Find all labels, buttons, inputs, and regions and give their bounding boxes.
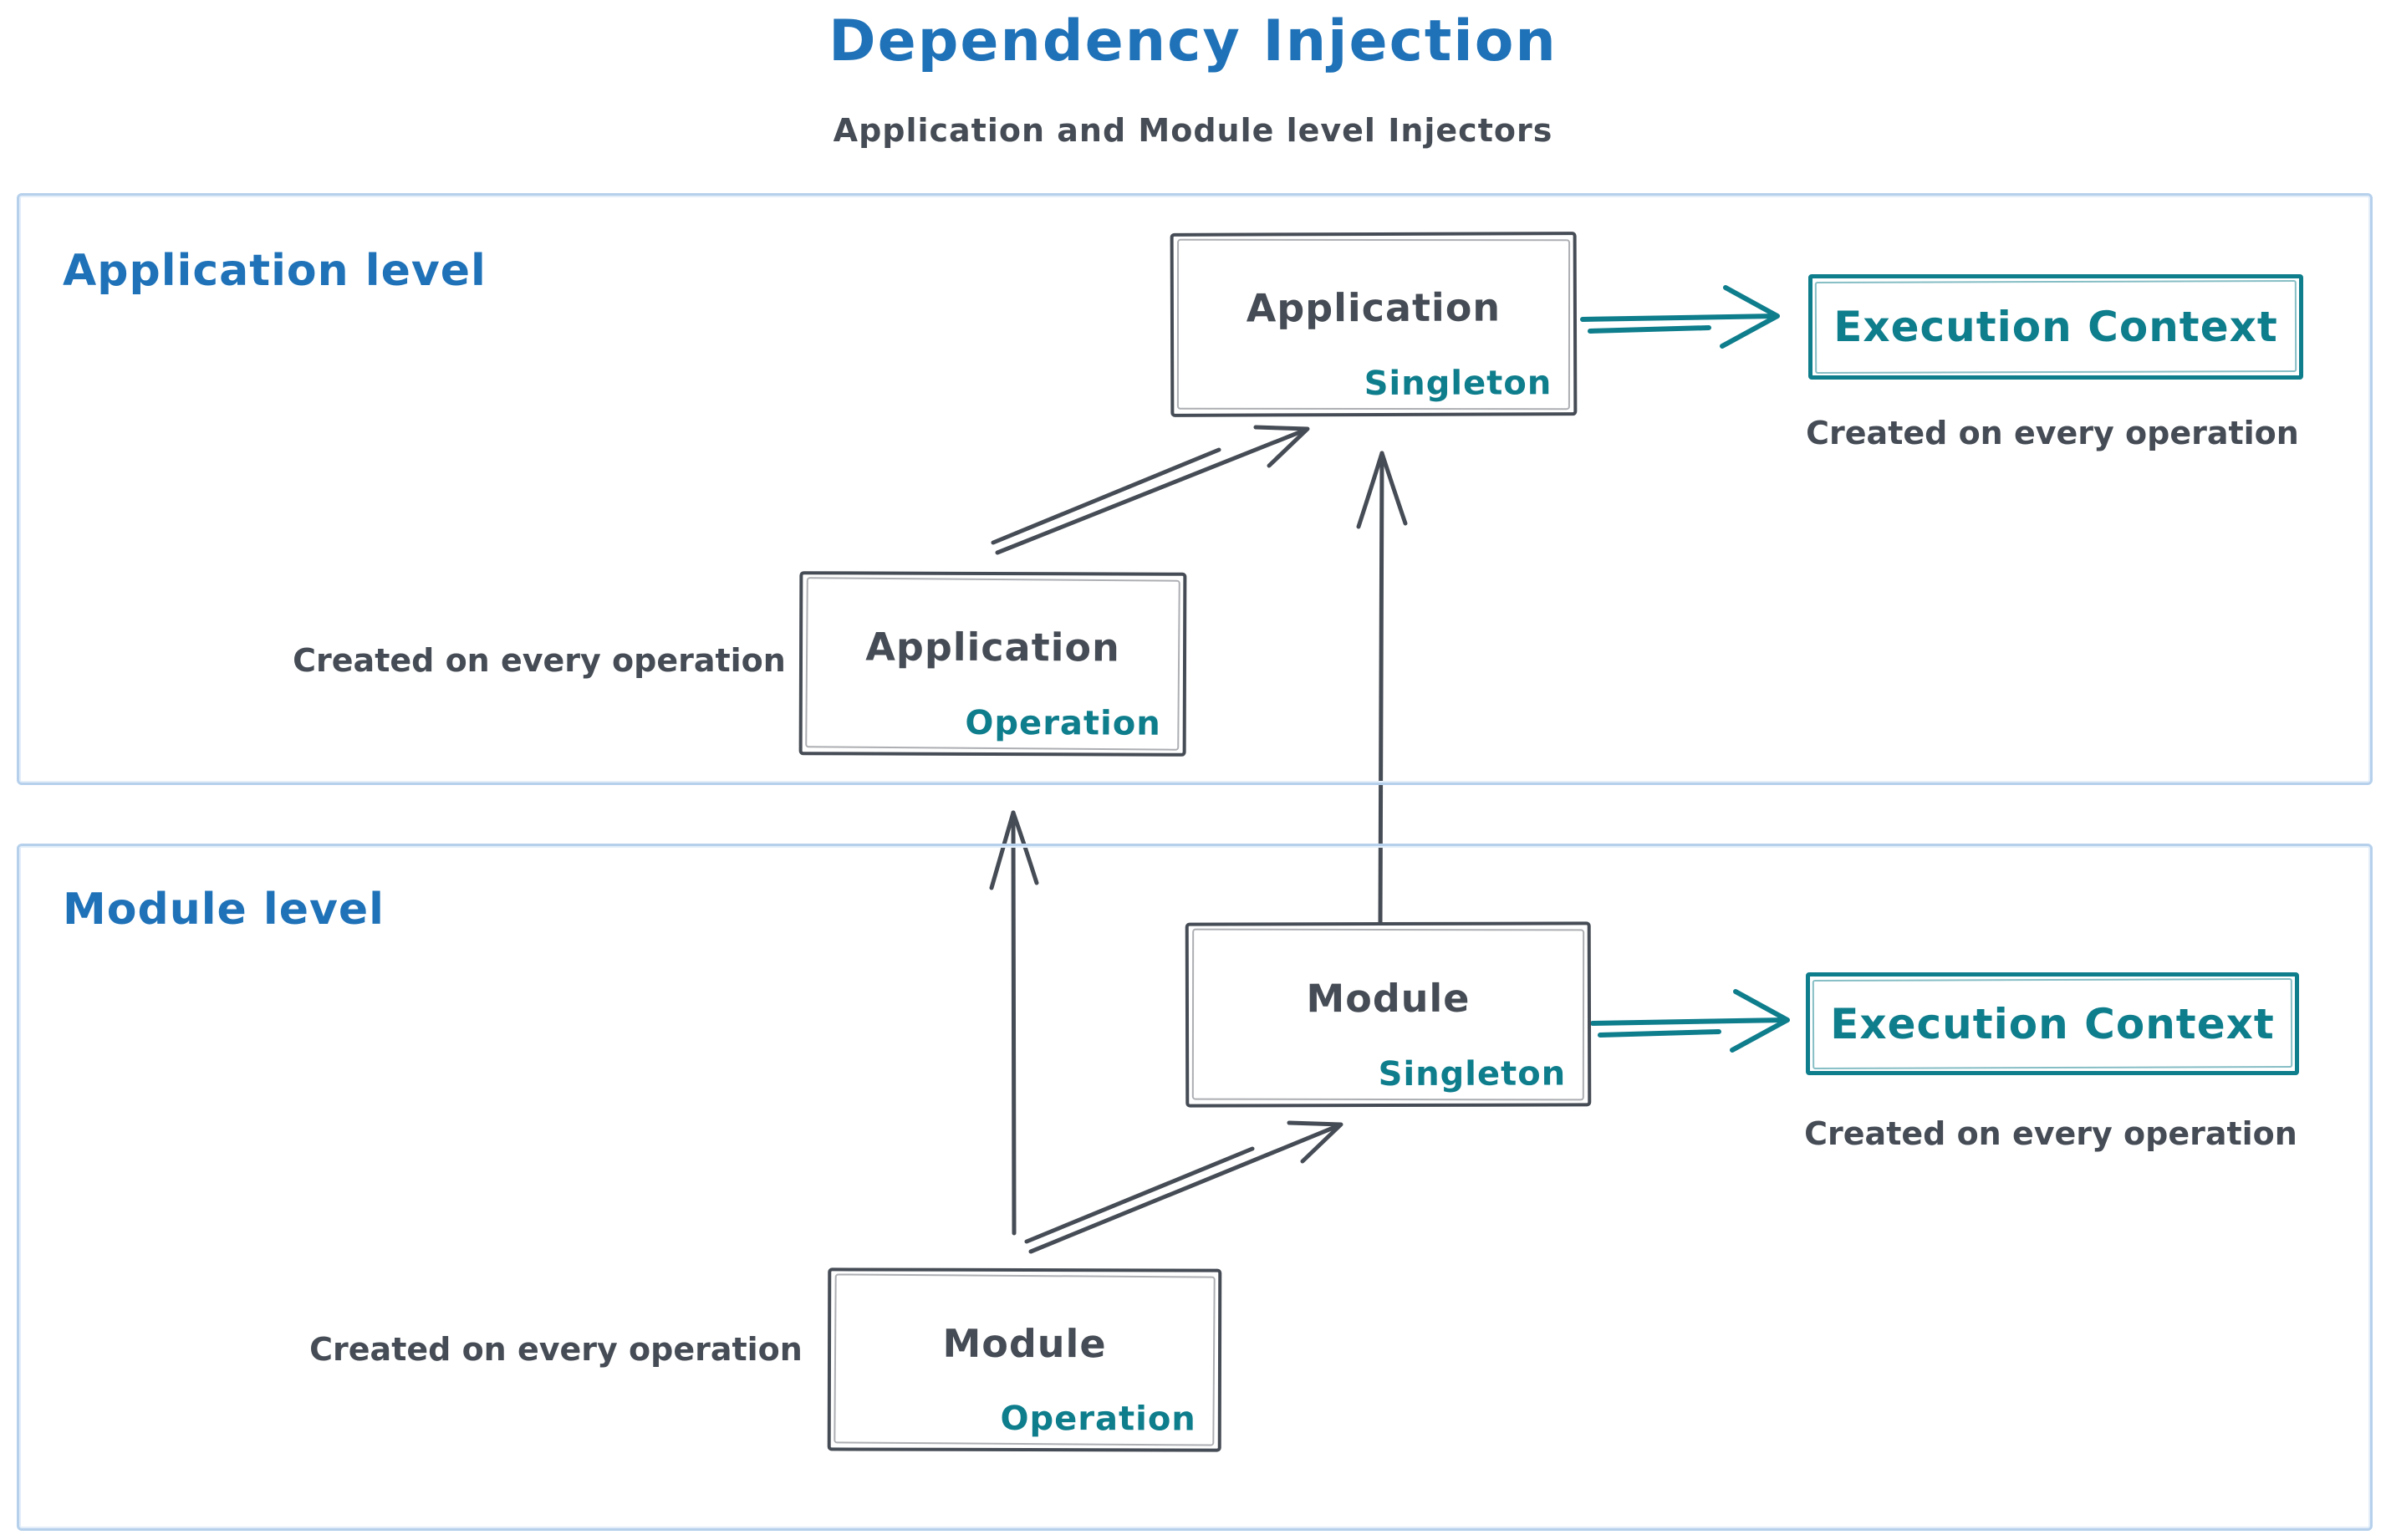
- module-level-label: Module level: [63, 885, 385, 935]
- node-tag-operation: Operation: [965, 703, 1161, 743]
- node-tag-singleton: Singleton: [1378, 1054, 1567, 1094]
- node-tag-operation: Operation: [1000, 1399, 1196, 1439]
- page-title: Dependency Injection: [828, 8, 1558, 74]
- execution-context-label: Execution Context: [1833, 303, 2278, 351]
- caption-created-on-every-operation: Created on every operation: [309, 1331, 803, 1368]
- node-execution-context-module: Execution Context: [1806, 972, 2299, 1075]
- page-subtitle: Application and Module level Injectors: [833, 112, 1553, 149]
- node-title: Application: [1246, 284, 1501, 331]
- application-level-label: Application level: [63, 246, 487, 296]
- node-title: Module: [942, 1320, 1107, 1366]
- node-tag-singleton: Singleton: [1364, 364, 1552, 404]
- caption-created-on-every-operation: Created on every operation: [1806, 415, 2299, 451]
- node-application-singleton: Application Singleton: [1170, 232, 1578, 417]
- node-title: Application: [865, 624, 1120, 671]
- execution-context-label: Execution Context: [1830, 999, 2275, 1048]
- node-application-operation: Application Operation: [798, 571, 1187, 757]
- node-execution-context-application: Execution Context: [1808, 274, 2303, 380]
- caption-created-on-every-operation: Created on every operation: [1804, 1115, 2297, 1152]
- section-application-level: Application level: [17, 193, 2373, 785]
- node-title: Module: [1306, 975, 1471, 1021]
- node-module-operation: Module Operation: [827, 1267, 1222, 1452]
- caption-created-on-every-operation: Created on every operation: [293, 642, 786, 679]
- section-module-level: Module level: [17, 844, 2373, 1531]
- node-module-singleton: Module Singleton: [1185, 921, 1592, 1108]
